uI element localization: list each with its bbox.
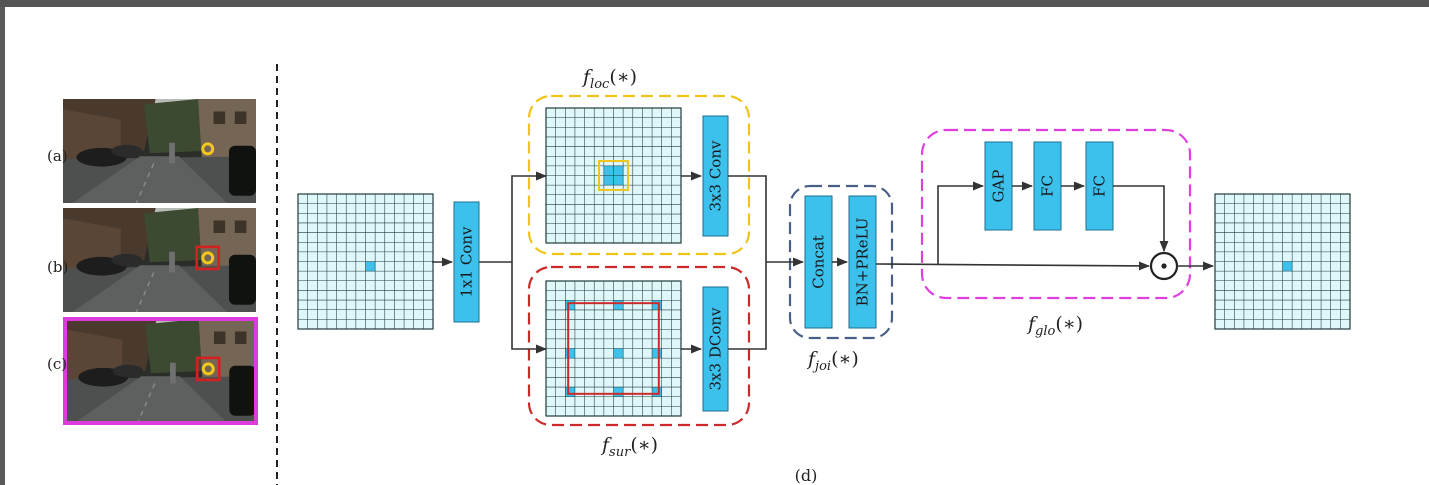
highlighted-cell	[652, 348, 662, 359]
f-loc-label: floc(∗)	[581, 66, 637, 92]
panel-label-c: (c)	[47, 355, 67, 373]
street-scene-panel-c	[63, 317, 258, 425]
dconv-3x3-label: 3x3 DConv	[707, 307, 725, 391]
surrounding-receptive-box	[567, 302, 660, 395]
highlighted-cell	[1282, 261, 1293, 272]
conv-3x3-block	[702, 115, 729, 237]
bn-prelu-block	[848, 195, 877, 329]
grid-lines	[1215, 194, 1350, 329]
surrounding-feature-grid	[545, 280, 682, 417]
street-scene-panel-a	[63, 99, 256, 203]
highlighted-cell	[613, 387, 624, 397]
f-sur-label: fsur(∗)	[600, 434, 658, 460]
context-box-icon	[195, 245, 221, 271]
connector-lines	[432, 171, 1215, 354]
highlighted-cell	[565, 348, 575, 359]
output-feature-grid	[1214, 193, 1351, 330]
local-receptive-box	[598, 160, 629, 191]
figure-caption: (d)	[795, 466, 818, 485]
grid-lines	[298, 194, 433, 329]
location-marker-icon	[201, 251, 215, 265]
input-feature-grid	[297, 193, 434, 330]
location-marker-icon	[201, 142, 215, 156]
panel-label-a: (a)	[47, 147, 68, 165]
highlighted-cell	[603, 165, 614, 176]
fc-label-2: FC	[1091, 175, 1109, 197]
f-glo-label: fglo(∗)	[1026, 313, 1083, 339]
highlighted-cell	[613, 348, 624, 359]
highlighted-cell	[613, 165, 624, 176]
local-feature-grid	[545, 107, 682, 244]
grid-lines	[546, 108, 681, 243]
conv-1x1-block	[453, 201, 480, 323]
gap-label: GAP	[990, 170, 1008, 203]
window-left-edge	[0, 7, 5, 485]
window-top-bar	[0, 0, 1429, 7]
street-scene-panel-b	[63, 208, 256, 312]
f-glo-region	[920, 128, 1192, 300]
highlighted-cell	[365, 261, 376, 272]
highlighted-cell	[652, 387, 662, 397]
fc-label-1: FC	[1039, 175, 1057, 197]
conv-1x1-label: 1x1 Conv	[458, 226, 476, 297]
highlight-frame	[63, 317, 258, 425]
f-joi-label: fjoi(∗)	[806, 348, 859, 374]
dconv-3x3-block	[702, 286, 729, 412]
conv-3x3-label: 3x3 Conv	[707, 140, 725, 211]
grid-lines	[546, 281, 681, 416]
location-marker-icon	[201, 362, 215, 376]
concat-block	[804, 195, 833, 329]
multiply-dot	[1161, 263, 1167, 269]
gap-block	[984, 141, 1013, 231]
context-box-icon	[195, 356, 221, 382]
highlighted-cell	[565, 387, 575, 397]
highlighted-cell	[652, 300, 662, 310]
highlighted-cell	[603, 175, 614, 186]
fc-block-1	[1033, 141, 1062, 231]
highlighted-cell	[613, 300, 624, 310]
panel-label-b: (b)	[47, 258, 68, 276]
highlighted-cell	[613, 175, 624, 186]
highlighted-cell	[565, 300, 575, 310]
concat-label: Concat	[810, 235, 828, 289]
bn-prelu-label: BN+PReLU	[854, 218, 872, 307]
